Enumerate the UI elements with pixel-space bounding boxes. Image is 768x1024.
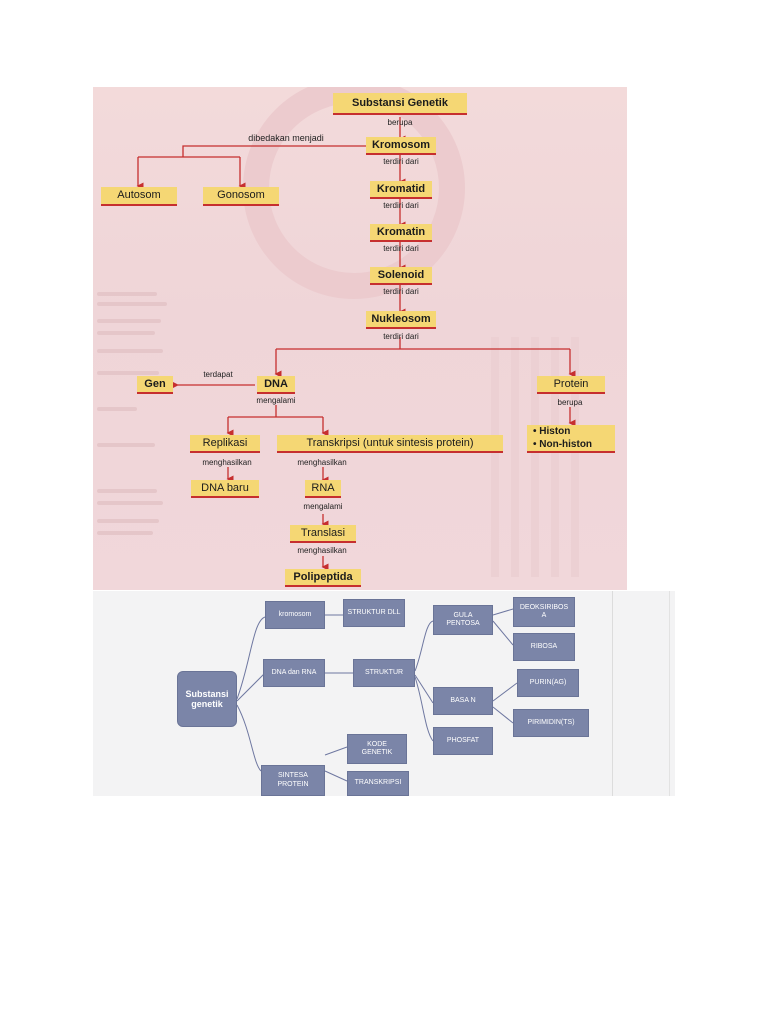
node-kromatid: Kromatid <box>370 181 432 199</box>
node-protein-list: • Histon • Non-histon <box>527 425 615 453</box>
node-gen: Gen <box>137 376 173 394</box>
node-substansi-genetik-root: Substansi genetik <box>177 671 237 727</box>
mind-map-connectors <box>236 608 518 782</box>
node-rna: RNA <box>305 480 341 498</box>
node-basa-n: BASA N <box>433 687 493 715</box>
list-item-histon: • Histon <box>533 426 571 437</box>
node-substansi-genetik: Substansi Genetik <box>333 93 467 115</box>
node-gula-pentosa: GULA PENTOSA <box>433 605 493 635</box>
node-nukleosom: Nukleosom <box>366 311 436 329</box>
relation-terdiri-dari-5: terdiri dari <box>383 332 419 341</box>
relation-menghasilkan-2: menghasilkan <box>297 458 347 467</box>
relation-berupa: berupa <box>387 118 413 127</box>
arrow-connectors <box>136 117 576 571</box>
node-solenoid: Solenoid <box>370 267 432 285</box>
relation-menghasilkan-1: menghasilkan <box>202 458 252 467</box>
panel-edge <box>669 591 670 796</box>
relation-berupa-2: berupa <box>557 398 583 407</box>
node-phosfat: PHOSFAT <box>433 727 493 755</box>
relation-terdiri-dari-3: terdiri dari <box>383 244 419 253</box>
node-kromatin: Kromatin <box>370 224 432 242</box>
node-dna: DNA <box>257 376 295 394</box>
node-pirimidin: PIRIMIDIN(TS) <box>513 709 589 737</box>
relation-terdiri-dari-1: terdiri dari <box>383 157 419 166</box>
node-kode-genetik: KODE GENETIK <box>347 734 407 764</box>
node-purin: PURIN(AG) <box>517 669 579 697</box>
relation-terdiri-dari-4: terdiri dari <box>383 287 419 296</box>
node-transkripsi: Transkripsi (untuk sintesis protein) <box>277 435 503 453</box>
relation-dibedakan-menjadi: dibedakan menjadi <box>248 133 324 143</box>
relation-terdiri-dari-2: terdiri dari <box>383 201 419 210</box>
node-deoksiribosa: DEOKSIRIBOS A <box>513 597 575 627</box>
node-sintesa-protein: SINTESA PROTEIN <box>261 765 325 796</box>
node-polipeptida: Polipeptida <box>285 569 361 587</box>
concept-map-panel: Substansi Genetik berupa Kromosom dibeda… <box>93 87 627 590</box>
relation-menghasilkan-3: menghasilkan <box>297 546 347 555</box>
node-translasi: Translasi <box>290 525 356 543</box>
node-dna-baru: DNA baru <box>191 480 259 498</box>
node-dna-dan-rna: DNA dan RNA <box>263 659 325 687</box>
node-transkripsi: TRANSKRIPSI <box>347 771 409 796</box>
node-replikasi: Replikasi <box>190 435 260 453</box>
node-autosom: Autosom <box>101 187 177 206</box>
node-struktur: STRUKTUR <box>353 659 415 687</box>
node-ribosa: RIBOSA <box>513 633 575 661</box>
node-kromosom: kromosom <box>265 601 325 629</box>
relation-mengalami-2: mengalami <box>303 502 343 511</box>
mind-map-panel: Substansi genetik kromosom STRUKTUR DLL … <box>93 591 675 796</box>
relation-terdapat: terdapat <box>203 370 233 379</box>
relation-mengalami-1: mengalami <box>256 396 296 405</box>
node-struktur-dll: STRUKTUR DLL <box>343 599 405 627</box>
node-kromosom: Kromosom <box>366 137 436 155</box>
panel-divider <box>612 591 613 796</box>
list-item-non-histon: • Non-histon <box>533 439 593 450</box>
node-protein: Protein <box>537 376 605 394</box>
node-gonosom: Gonosom <box>203 187 279 206</box>
